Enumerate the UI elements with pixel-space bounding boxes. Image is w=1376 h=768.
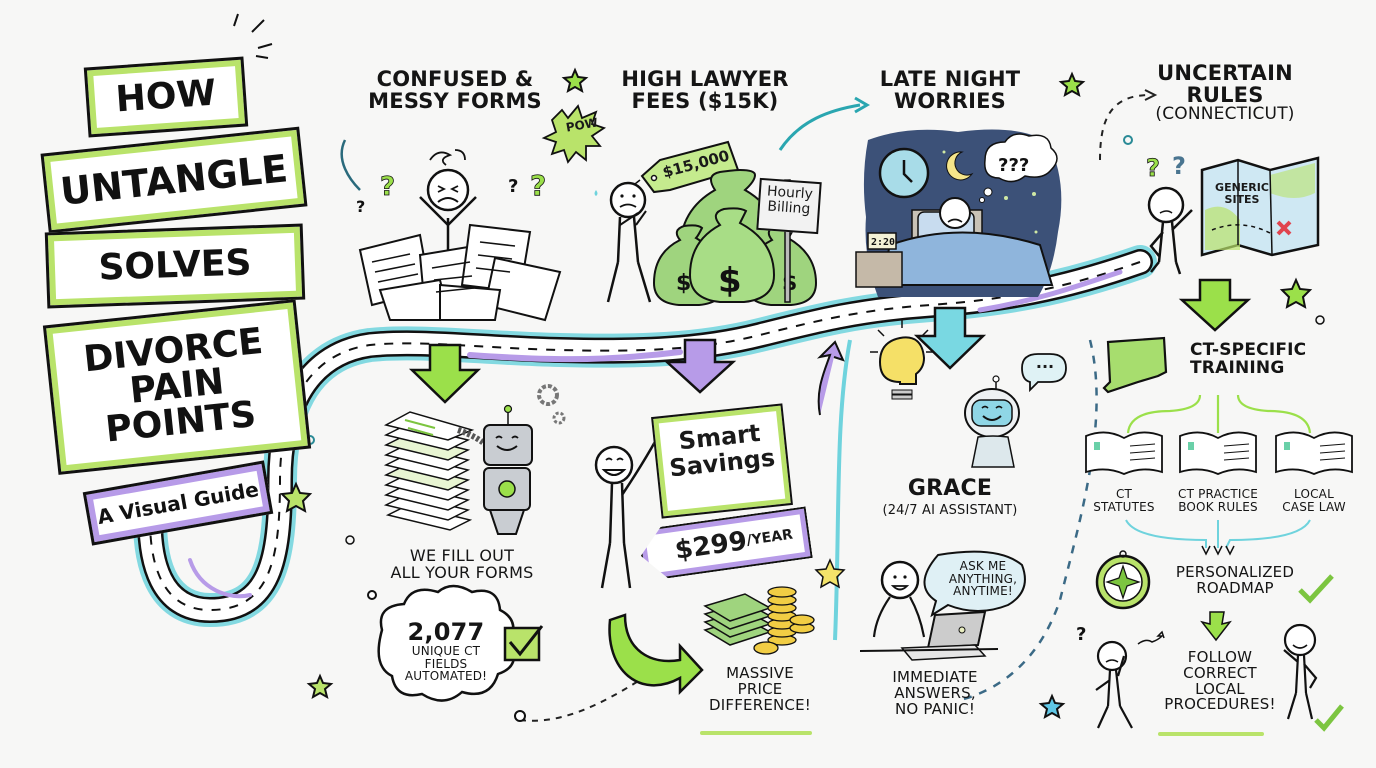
heading-line: LATE NIGHT bbox=[879, 67, 1021, 91]
arrow-down-green-icon bbox=[408, 343, 482, 404]
source-line: CT PRACTICE bbox=[1177, 487, 1259, 501]
svg-text:?: ? bbox=[508, 176, 518, 197]
stat-line: UNIQUE CT bbox=[411, 644, 481, 659]
heading-line: CT-SPECIFIC bbox=[1190, 340, 1307, 360]
chat-bubble-dots: ... bbox=[1035, 353, 1055, 372]
bubble-line: ANYTIME! bbox=[953, 584, 1013, 599]
heading-line: FEES ($15K) bbox=[631, 89, 779, 114]
personalized-roadmap: PERSONALIZED ROADMAP bbox=[1160, 563, 1310, 597]
heading-line: CONFUSED & bbox=[376, 67, 534, 91]
grace-name: GRACE bbox=[907, 476, 993, 501]
heading-ct-specific-training: CT-SPECIFIC TRAINING bbox=[1190, 340, 1330, 378]
caption-line: CORRECT bbox=[1183, 663, 1257, 682]
svg-text:?: ? bbox=[1172, 152, 1186, 180]
svg-text:2:20: 2:20 bbox=[871, 237, 895, 248]
source-line: CASE LAW bbox=[1282, 499, 1346, 514]
map-label-line: SITES bbox=[1224, 193, 1260, 207]
caption-follow-procedures: FOLLOW CORRECT LOCAL PROCEDURES! bbox=[1160, 648, 1280, 714]
bubble-line: ASK ME bbox=[959, 559, 1007, 573]
stat-value: 2,077 bbox=[407, 618, 485, 646]
source-local-case-law: LOCAL CASE LAW bbox=[1272, 488, 1356, 513]
caption-immediate-answers: IMMEDIATE ANSWERS, NO PANIC! bbox=[880, 668, 990, 718]
source-line: CT bbox=[1115, 487, 1133, 501]
svg-text:?: ? bbox=[530, 169, 546, 202]
source-line: STATUTES bbox=[1093, 499, 1155, 514]
stat-line: FIELDS bbox=[424, 656, 468, 671]
caption-line: LOCAL bbox=[1195, 679, 1245, 698]
svg-text:?: ? bbox=[380, 172, 395, 202]
svg-text:???: ??? bbox=[998, 155, 1029, 176]
heading-high-lawyer-fees: HIGH LAWYER FEES ($15K) bbox=[610, 68, 800, 112]
stat-forms-automated: 2,077 UNIQUE CT FIELDS AUTOMATED! bbox=[390, 618, 502, 684]
heading-late-night-worries: LATE NIGHT WORRIES bbox=[860, 68, 1040, 112]
caption-line: MASSIVE bbox=[726, 664, 794, 682]
caption-line: ANSWERS, bbox=[894, 683, 976, 702]
map-label-line: GENERIC bbox=[1215, 181, 1269, 194]
heading-line: MESSY FORMS bbox=[368, 89, 542, 114]
svg-text:?: ? bbox=[1146, 154, 1160, 182]
stat-line: AUTOMATED! bbox=[404, 669, 488, 684]
heading-line: UNCERTAIN bbox=[1157, 61, 1293, 85]
caption-underline bbox=[1158, 732, 1264, 736]
source-ct-practice-book: CT PRACTICE BOOK RULES bbox=[1170, 488, 1266, 513]
caption-line: WE FILL OUT bbox=[409, 546, 515, 565]
source-line: BOOK RULES bbox=[1178, 499, 1258, 514]
caption-line: IMMEDIATE bbox=[892, 668, 978, 686]
caption-line: NO PANIC! bbox=[894, 699, 976, 718]
roadmap-line: ROADMAP bbox=[1196, 578, 1274, 597]
ask-me-bubble-text: ASK ME ANYTHING, ANYTIME! bbox=[938, 560, 1028, 598]
caption-massive-price-difference: MASSIVE PRICE DIFFERENCE! bbox=[698, 664, 822, 714]
heading-line: (CONNECTICUT) bbox=[1155, 104, 1295, 125]
caption-line: FOLLOW bbox=[1187, 648, 1253, 666]
caption-line: PROCEDURES! bbox=[1164, 695, 1276, 714]
caption-we-fill-forms: WE FILL OUT ALL YOUR FORMS bbox=[372, 546, 552, 582]
caption-line: DIFFERENCE! bbox=[709, 695, 811, 714]
svg-text:$: $ bbox=[676, 271, 691, 296]
heading-uncertain-rules: UNCERTAIN RULES (CONNECTICUT) bbox=[1130, 62, 1320, 124]
caption-line: ALL YOUR FORMS bbox=[390, 562, 534, 582]
source-ct-statutes: CT STATUTES bbox=[1082, 488, 1166, 513]
heading-line: TRAINING bbox=[1190, 357, 1285, 378]
heading-line: HIGH LAWYER bbox=[621, 67, 789, 91]
caption-underline bbox=[700, 731, 812, 735]
roadmap-line: PERSONALIZED bbox=[1175, 563, 1295, 581]
heading-line: WORRIES bbox=[893, 89, 1007, 114]
svg-text:?: ? bbox=[356, 197, 365, 216]
bubble-line: ANYTHING, bbox=[948, 571, 1018, 586]
grace-role: (24/7 AI ASSISTANT) bbox=[882, 503, 1018, 518]
svg-text:$: $ bbox=[718, 261, 742, 301]
heading-line: RULES bbox=[1186, 83, 1264, 108]
generic-sites-label: GENERIC SITES bbox=[1212, 181, 1272, 207]
caption-line: PRICE bbox=[737, 679, 783, 698]
source-line: LOCAL bbox=[1294, 487, 1334, 501]
svg-text:?: ? bbox=[1076, 624, 1086, 645]
heading-confused-forms: CONFUSED & MESSY FORMS bbox=[355, 68, 555, 112]
